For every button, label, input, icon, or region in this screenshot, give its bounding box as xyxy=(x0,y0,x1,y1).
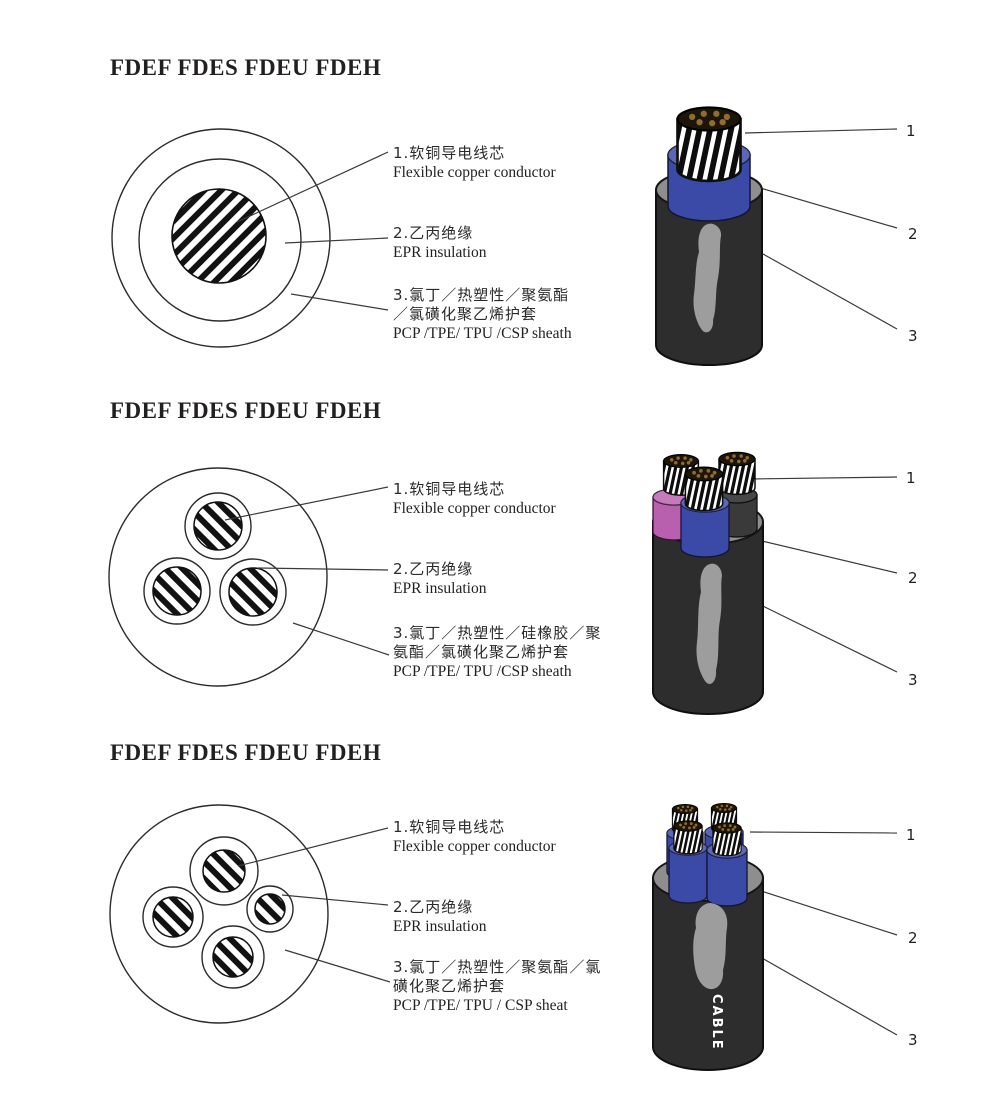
label-en: Flexible copper conductor xyxy=(393,500,556,517)
label-en: Flexible copper conductor xyxy=(393,164,556,181)
callout-number-1: 1 xyxy=(906,826,916,844)
cable-illustration-three-core xyxy=(652,452,764,715)
label-zh-line2: 氨酯／氯磺化聚乙烯护套 xyxy=(393,643,570,661)
section2-label-sheath: 3.氯丁／热塑性／硅橡胶／聚 氨酯／氯磺化聚乙烯护套 PCP /TPE/ TPU… xyxy=(393,624,618,681)
label-en: PCP /TPE/ TPU / CSP sheat xyxy=(393,997,568,1014)
callout-number-1: 1 xyxy=(906,469,916,487)
label-zh-line1: 3.氯丁／热塑性／聚氨酯 xyxy=(393,286,570,304)
section3-title: FDEF FDES FDEU FDEH xyxy=(110,740,382,765)
label-zh: 2.乙丙绝缘 xyxy=(393,560,474,578)
leader-lines-section3 xyxy=(237,827,898,1036)
label-zh-line1: 3.氯丁／热塑性／聚氨酯／氯 xyxy=(393,958,602,976)
label-zh: 1.软铜导电线芯 xyxy=(393,480,506,498)
label-en: Flexible copper conductor xyxy=(393,838,556,855)
section3-label-insulation: 2.乙丙绝缘 EPR insulation xyxy=(393,898,618,936)
section1-label-conductor: 1.软铜导电线芯 Flexible copper conductor xyxy=(393,144,618,182)
cable-illustration-four-core: CABLE xyxy=(652,803,764,1071)
label-zh-line2: ／氯磺化聚乙烯护套 xyxy=(393,305,538,323)
sheath-highlight xyxy=(696,563,722,684)
cross-section-three-core xyxy=(108,467,328,687)
callout-number-3: 3 xyxy=(908,327,918,345)
label-en: EPR insulation xyxy=(393,244,487,261)
label-zh: 1.软铜导电线芯 xyxy=(393,818,506,836)
callout-number-1: 1 xyxy=(906,122,916,140)
callout-number-3: 3 xyxy=(908,671,918,689)
section2-title: FDEF FDES FDEU FDEH xyxy=(110,398,382,423)
callout-number-2: 2 xyxy=(908,929,918,947)
section1-title: FDEF FDES FDEU FDEH xyxy=(110,55,382,80)
label-en: PCP /TPE/ TPU /CSP sheath xyxy=(393,663,572,680)
cross-section-single-core xyxy=(111,128,331,348)
section2-label-insulation: 2.乙丙绝缘 EPR insulation xyxy=(393,560,618,598)
label-en: EPR insulation xyxy=(393,918,487,935)
callout-number-3: 3 xyxy=(908,1031,918,1049)
cross-section-four-core xyxy=(109,804,329,1024)
section1-label-sheath: 3.氯丁／热塑性／聚氨酯 ／氯磺化聚乙烯护套 PCP /TPE/ TPU /CS… xyxy=(393,286,618,343)
section3-label-sheath: 3.氯丁／热塑性／聚氨酯／氯 磺化聚乙烯护套 PCP /TPE/ TPU / C… xyxy=(393,958,618,1015)
label-zh: 2.乙丙绝缘 xyxy=(393,898,474,916)
cable-illustration-single-core xyxy=(655,107,763,366)
label-en: PCP /TPE/ TPU /CSP sheath xyxy=(393,325,572,342)
section2-label-conductor: 1.软铜导电线芯 Flexible copper conductor xyxy=(393,480,618,518)
section3-label-conductor: 1.软铜导电线芯 Flexible copper conductor xyxy=(393,818,618,856)
label-en: EPR insulation xyxy=(393,580,487,597)
label-zh-line1: 3.氯丁／热塑性／硅橡胶／聚 xyxy=(393,624,602,642)
sheath-highlight xyxy=(693,223,722,333)
callout-number-2: 2 xyxy=(908,569,918,587)
section1-label-insulation: 2.乙丙绝缘 EPR insulation xyxy=(393,224,618,262)
label-zh-line2: 磺化聚乙烯护套 xyxy=(393,977,506,995)
callout-number-2: 2 xyxy=(908,225,918,243)
cable-print-text: CABLE xyxy=(709,994,724,1051)
label-zh: 2.乙丙绝缘 xyxy=(393,224,474,242)
sheath-highlight xyxy=(693,903,728,990)
label-zh: 1.软铜导电线芯 xyxy=(393,144,506,162)
